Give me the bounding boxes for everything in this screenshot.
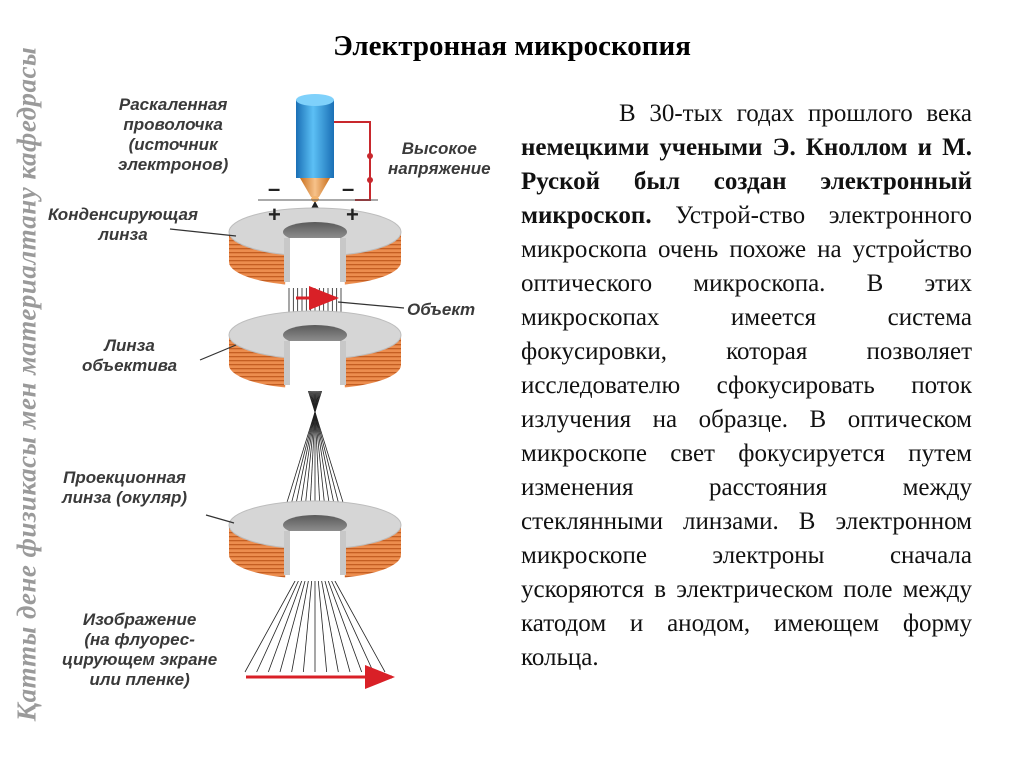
cathode-icon xyxy=(296,94,334,202)
label-source: Раскаленная проволочка (источник электро… xyxy=(118,95,229,174)
plus-sign-right: + xyxy=(346,202,359,227)
leader-lines xyxy=(169,228,405,524)
label-voltage: Высокое напряжение xyxy=(388,139,491,178)
minus-sign-left: – xyxy=(268,176,280,201)
label-projection: Проекционная линза (окуляр) xyxy=(62,468,188,507)
magnetic-lenses xyxy=(228,207,402,581)
paragraph-part-3: Устрой-ство электронного микроскопа очен… xyxy=(521,202,972,671)
label-object: Объект xyxy=(407,300,476,319)
body-paragraph: В 30-тых годах прошлого века немецкими у… xyxy=(521,97,972,675)
paragraph-part-1: В 30-тых годах прошлого века xyxy=(619,100,972,127)
label-image: Изображение (на флуорес- цирующем экране… xyxy=(62,610,218,689)
page-title: Электронная микроскопия xyxy=(333,30,691,62)
paragraph-part-bold: немецкими учеными Э. Кноллом и М. Руской… xyxy=(521,134,972,229)
label-objective: Линза объектива xyxy=(82,336,178,375)
label-condenser: Конденсирующая линза xyxy=(48,205,198,244)
plus-sign-left: + xyxy=(268,202,281,227)
minus-sign-right: – xyxy=(342,176,354,201)
